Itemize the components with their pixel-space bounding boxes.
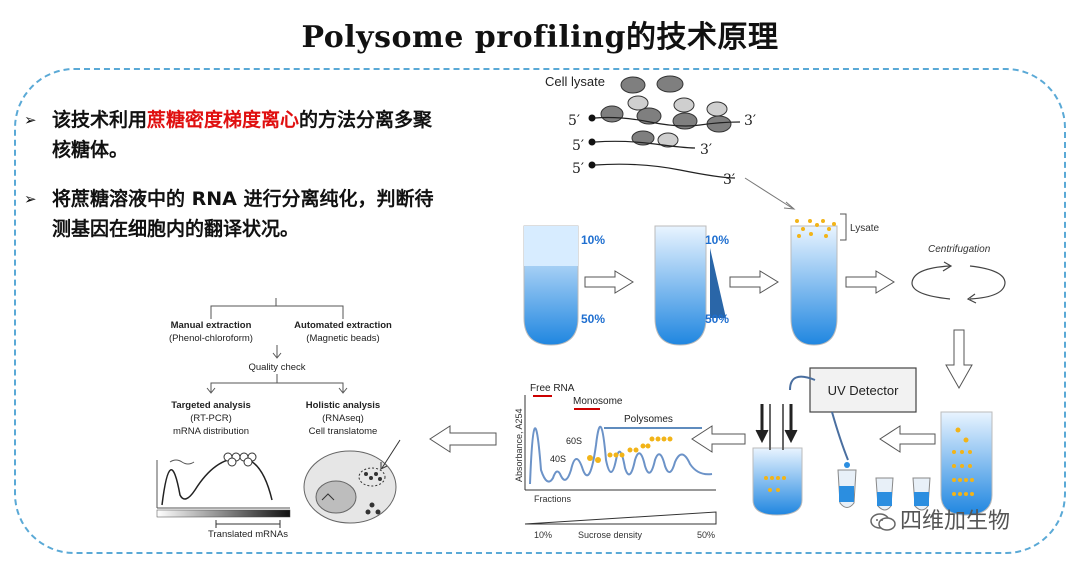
targeted-analysis-sub2: mRNA distribution bbox=[173, 426, 249, 437]
left-arrow-icon bbox=[879, 425, 936, 453]
down-arrow-icon bbox=[945, 329, 973, 390]
watermark-text: 四维加生物 bbox=[900, 509, 1011, 534]
targeted-analysis-sub1: (RT-PCR) bbox=[190, 413, 232, 424]
arrow-bullet-icon: ➢ bbox=[24, 190, 37, 208]
polysomes-label: Polysomes bbox=[624, 414, 673, 425]
watermark: 四维加生物 bbox=[870, 503, 1010, 535]
automated-extraction-sub: (Magnetic beads) bbox=[306, 333, 379, 344]
cell-translatome-illustration bbox=[303, 439, 401, 524]
centrifugation-label: Centrifugation bbox=[928, 244, 991, 255]
gradient-left-label: 10% bbox=[534, 530, 552, 540]
translated-mrnas-label: Translated mRNAs bbox=[208, 529, 288, 540]
y-axis-label: Absorbance, A254 bbox=[514, 408, 524, 482]
holistic-analysis-sub2: Cell translatome bbox=[309, 426, 378, 437]
x-axis-label: Fractions bbox=[534, 494, 572, 504]
cell-lysate-label: Cell lysate bbox=[545, 74, 605, 89]
holistic-analysis-label: Holistic analysis bbox=[306, 400, 380, 411]
monosome-label: Monosome bbox=[573, 396, 623, 407]
bullet-2-text: 将蔗糖溶液中的 RNA 进行分离纯化，判断待测基因在细胞内的翻译状况。 bbox=[52, 188, 434, 240]
sucrose-gradient-wedge bbox=[524, 511, 717, 525]
rna-analysis-workflow: Manual extraction (Phenol-chloroform) Au… bbox=[156, 298, 401, 540]
page-title: Polysome profiling的技术原理 bbox=[301, 20, 779, 55]
five-prime-label: 5′ bbox=[572, 161, 584, 177]
five-prime-label: 5′ bbox=[572, 138, 584, 154]
arrow-bullet-icon: ➢ bbox=[24, 111, 37, 129]
absorbance-curve bbox=[529, 425, 713, 485]
gradient-right-label: 50% bbox=[697, 530, 715, 540]
uv-detector-label: UV Detector bbox=[828, 383, 899, 398]
automated-extraction-label: Automated extraction bbox=[294, 320, 392, 331]
manual-extraction-label: Manual extraction bbox=[171, 320, 252, 331]
centrifugation-symbol: Centrifugation bbox=[911, 244, 1006, 304]
three-prime-label: 3′ bbox=[723, 172, 735, 188]
gradient-tube-3: Lysate bbox=[790, 213, 880, 346]
polysome-profile-chart: Absorbance, A254 Fractions Free RNA Mono… bbox=[514, 383, 717, 540]
pointer-line bbox=[744, 177, 793, 209]
right-arrow-icon bbox=[845, 270, 895, 294]
s40-label: 40S bbox=[550, 454, 566, 464]
bullet-1-pre: 该技术利用 bbox=[52, 109, 148, 131]
tube1-bottom-label: 50% bbox=[581, 312, 605, 326]
quality-check-label: Quality check bbox=[248, 362, 305, 373]
manual-extraction-sub: (Phenol-chloroform) bbox=[169, 333, 253, 344]
tube2-top-label: 10% bbox=[705, 233, 729, 247]
targeted-analysis-label: Targeted analysis bbox=[171, 400, 251, 411]
cell-lysate-illustration: Cell lysate 5′ 5′ bbox=[545, 74, 796, 210]
bullet-1: ➢ 该技术利用蔗糖密度梯度离心的方法分离多聚核糖体。 bbox=[24, 105, 444, 165]
right-arrow-icon bbox=[729, 270, 779, 294]
bullet-1-post: 的方法分离多聚核糖体。 bbox=[52, 109, 433, 161]
separated-tube bbox=[940, 411, 993, 516]
left-arrow-icon bbox=[429, 425, 497, 453]
gradient-wedge bbox=[710, 248, 726, 318]
three-prime-label: 3′ bbox=[700, 142, 712, 158]
bullet-2: ➢ 将蔗糖溶液中的 RNA 进行分离纯化，判断待测基因在细胞内的翻译状况。 bbox=[24, 184, 444, 244]
gradient-tube-1: 10% 50% bbox=[523, 225, 605, 346]
targeted-profile-plot bbox=[156, 452, 291, 528]
five-prime-label: 5′ bbox=[568, 113, 580, 129]
arrow-head-icon bbox=[783, 201, 796, 210]
gradient-tube-2: 10% 50% bbox=[654, 225, 729, 346]
holistic-analysis-sub1: (RNAseq) bbox=[322, 413, 364, 424]
left-arrow-icon bbox=[691, 425, 746, 453]
tube2-bottom-label: 50% bbox=[705, 312, 729, 326]
bullet-1-highlight: 蔗糖密度梯度离心 bbox=[147, 109, 300, 131]
gradient-mid-label: Sucrose density bbox=[578, 530, 643, 540]
right-arrow-icon bbox=[584, 270, 634, 294]
lysate-label: Lysate bbox=[850, 223, 880, 234]
tube1-top-label: 10% bbox=[581, 233, 605, 247]
three-prime-label: 3′ bbox=[744, 113, 756, 129]
free-rna-label: Free RNA bbox=[530, 383, 575, 394]
wechat-icon bbox=[870, 512, 896, 532]
dashed-frame bbox=[14, 68, 1066, 554]
uv-detector: UV Detector bbox=[752, 367, 931, 516]
s60-label: 60S bbox=[566, 436, 582, 446]
